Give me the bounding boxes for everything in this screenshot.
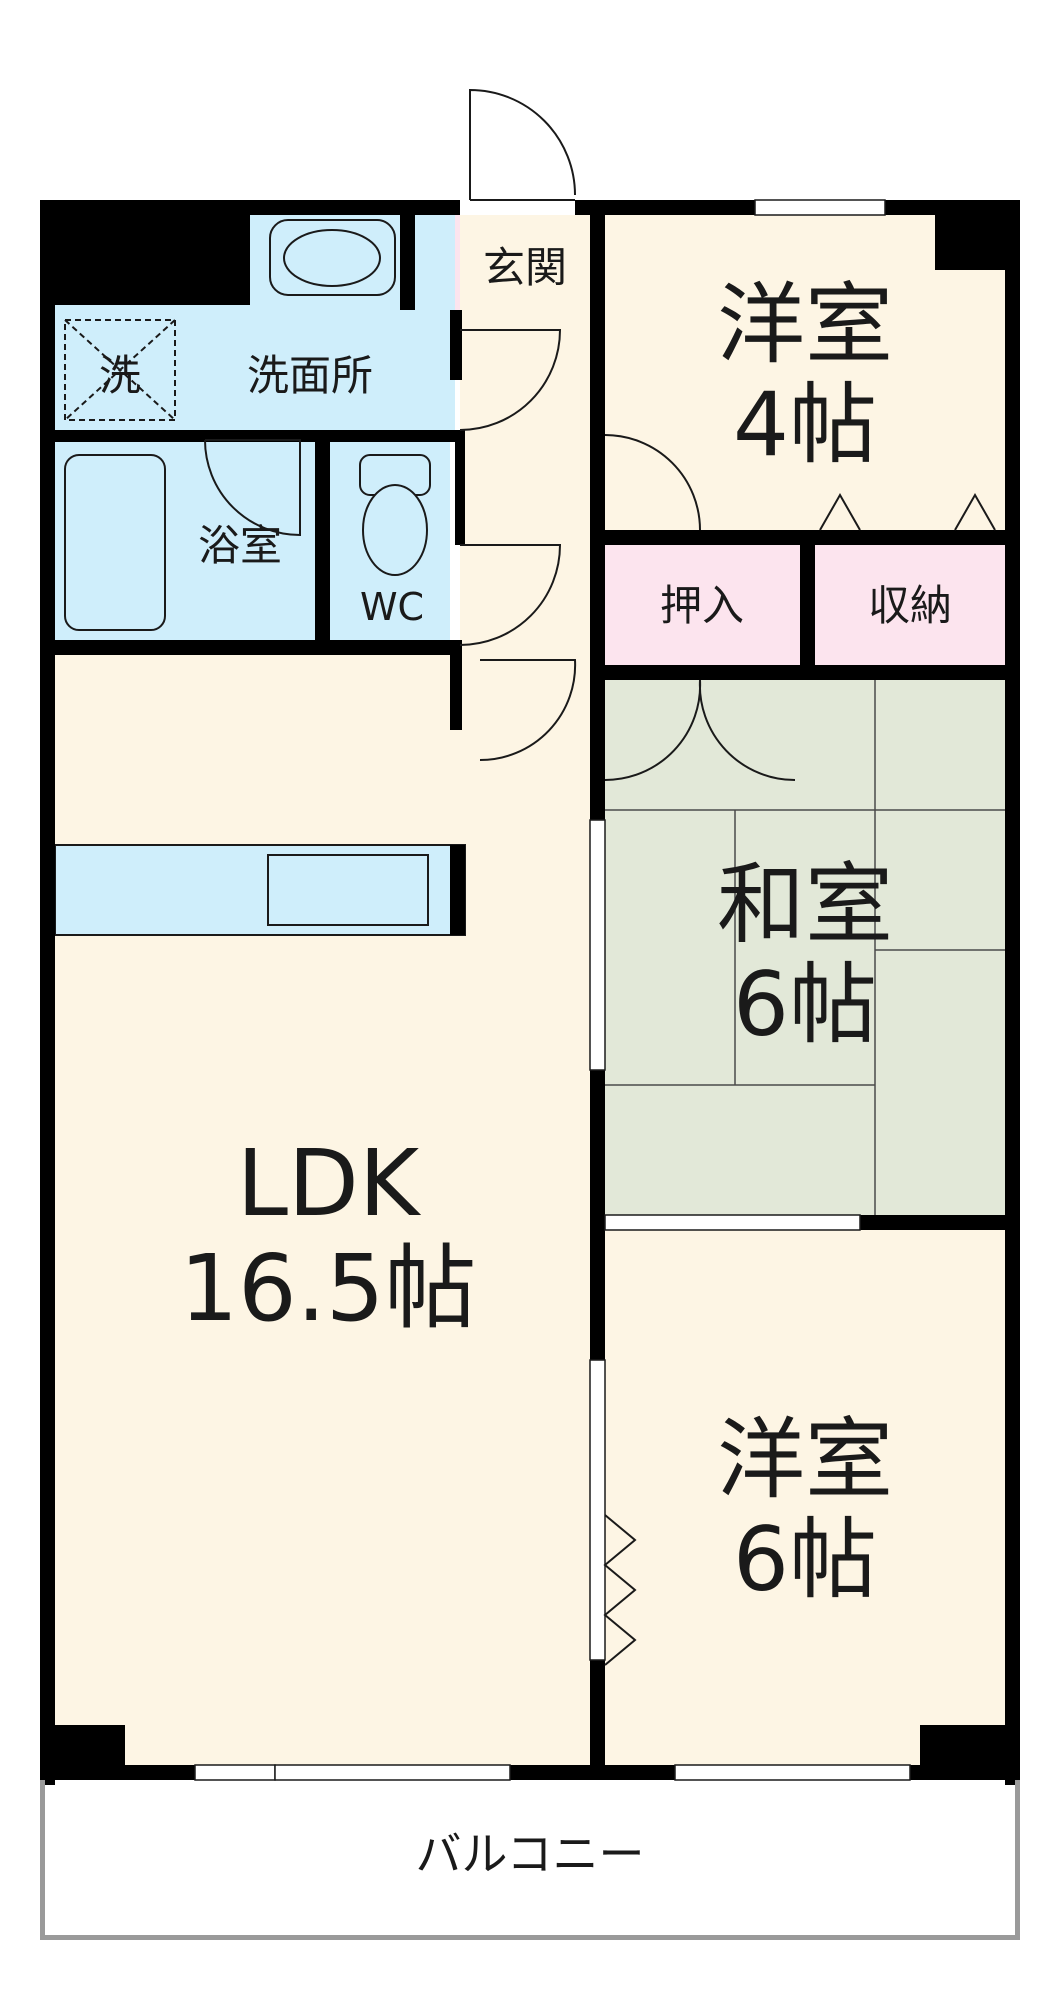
tatami-lines [605, 680, 1005, 1215]
western-south-floor [605, 1230, 1005, 1765]
oshiire-label: 押入 [660, 581, 744, 630]
toilet-bowl [362, 484, 428, 576]
japanese-size: 6帖 [733, 953, 877, 1056]
entrance-label: 玄関 [483, 243, 567, 292]
washer-space [64, 319, 176, 421]
ldk-size: 16.5帖 [180, 1235, 477, 1342]
western-north-size: 4帖 [733, 373, 877, 476]
ldk-floor [50, 655, 590, 1765]
balcony-label: バルコニー [415, 1827, 644, 1881]
japanese-name: 和室 [717, 853, 893, 956]
western-north-name: 洋室 [717, 273, 893, 376]
entrance-floor [460, 215, 590, 310]
sink [267, 854, 429, 926]
storage-label: 収納 [868, 581, 952, 630]
western-south-name: 洋室 [717, 1408, 893, 1511]
wc-label: WC [360, 585, 424, 629]
doors [204, 88, 996, 1666]
storage-floor [815, 545, 1005, 665]
bathtub [64, 454, 166, 631]
oshiire-floor [605, 545, 800, 665]
bath-label: 浴室 [198, 521, 282, 570]
windows [194, 199, 911, 1781]
wash-basin [283, 229, 381, 287]
room-labels: 洋室 4帖 和室 6帖 洋室 6帖 LDK 16.5帖 玄関 洗面所 洗 浴室 … [99, 243, 952, 1881]
washroom-label: 洗面所 [247, 351, 373, 400]
japanese-floor [605, 680, 1005, 1215]
ldk-name: LDK [237, 1130, 422, 1237]
western-south-size: 6帖 [733, 1508, 877, 1611]
fixtures [64, 219, 431, 631]
washer-label: 洗 [99, 351, 141, 400]
